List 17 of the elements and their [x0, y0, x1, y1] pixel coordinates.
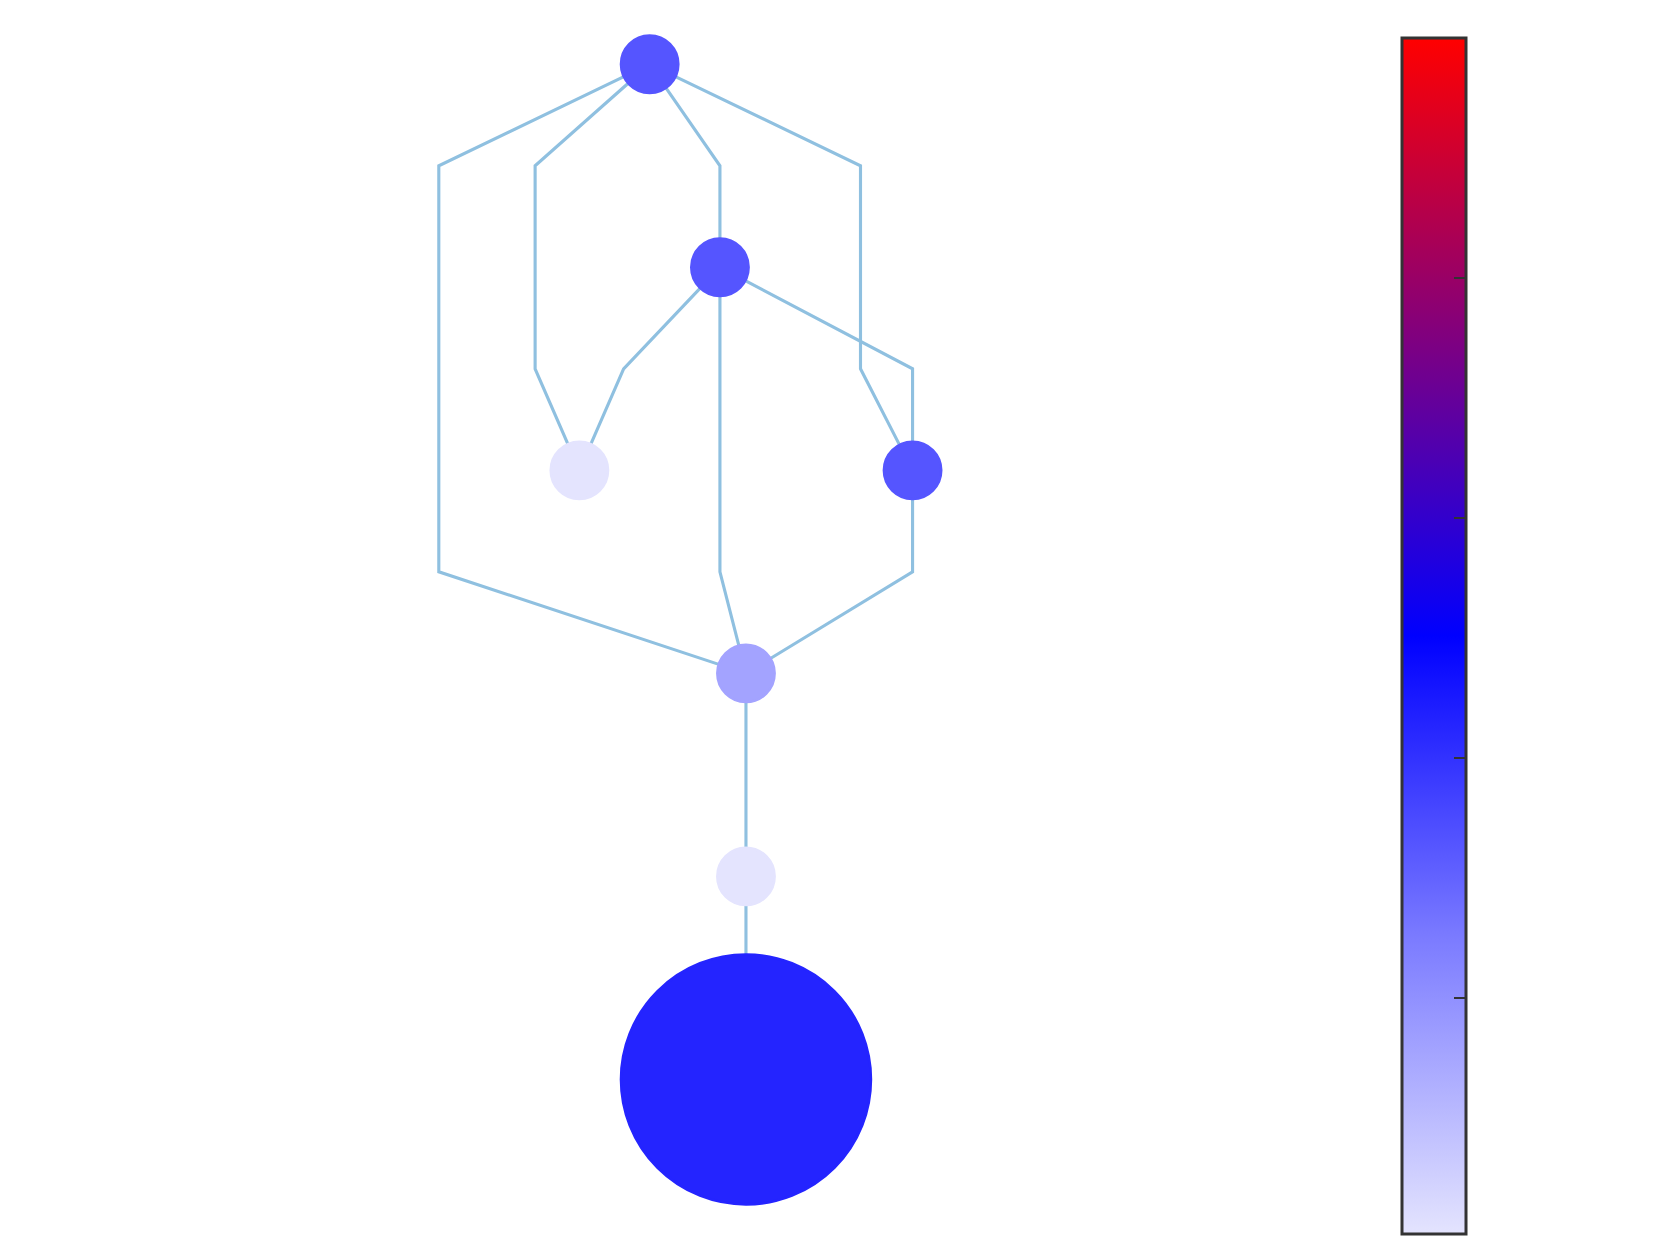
node-circle — [716, 846, 776, 907]
connector — [718, 295, 741, 646]
node-circle — [690, 237, 750, 298]
node-circle — [882, 440, 943, 501]
connector — [437, 75, 720, 666]
node-circle — [549, 440, 610, 501]
connector — [744, 702, 748, 848]
node-circle — [619, 953, 873, 1206]
connector — [769, 498, 915, 660]
connector — [674, 75, 901, 446]
connector — [744, 279, 915, 442]
connector — [664, 86, 722, 239]
connector — [744, 905, 748, 955]
node-circle — [619, 34, 680, 95]
node-circle — [716, 643, 776, 704]
connector — [533, 82, 630, 445]
connector — [589, 287, 702, 445]
